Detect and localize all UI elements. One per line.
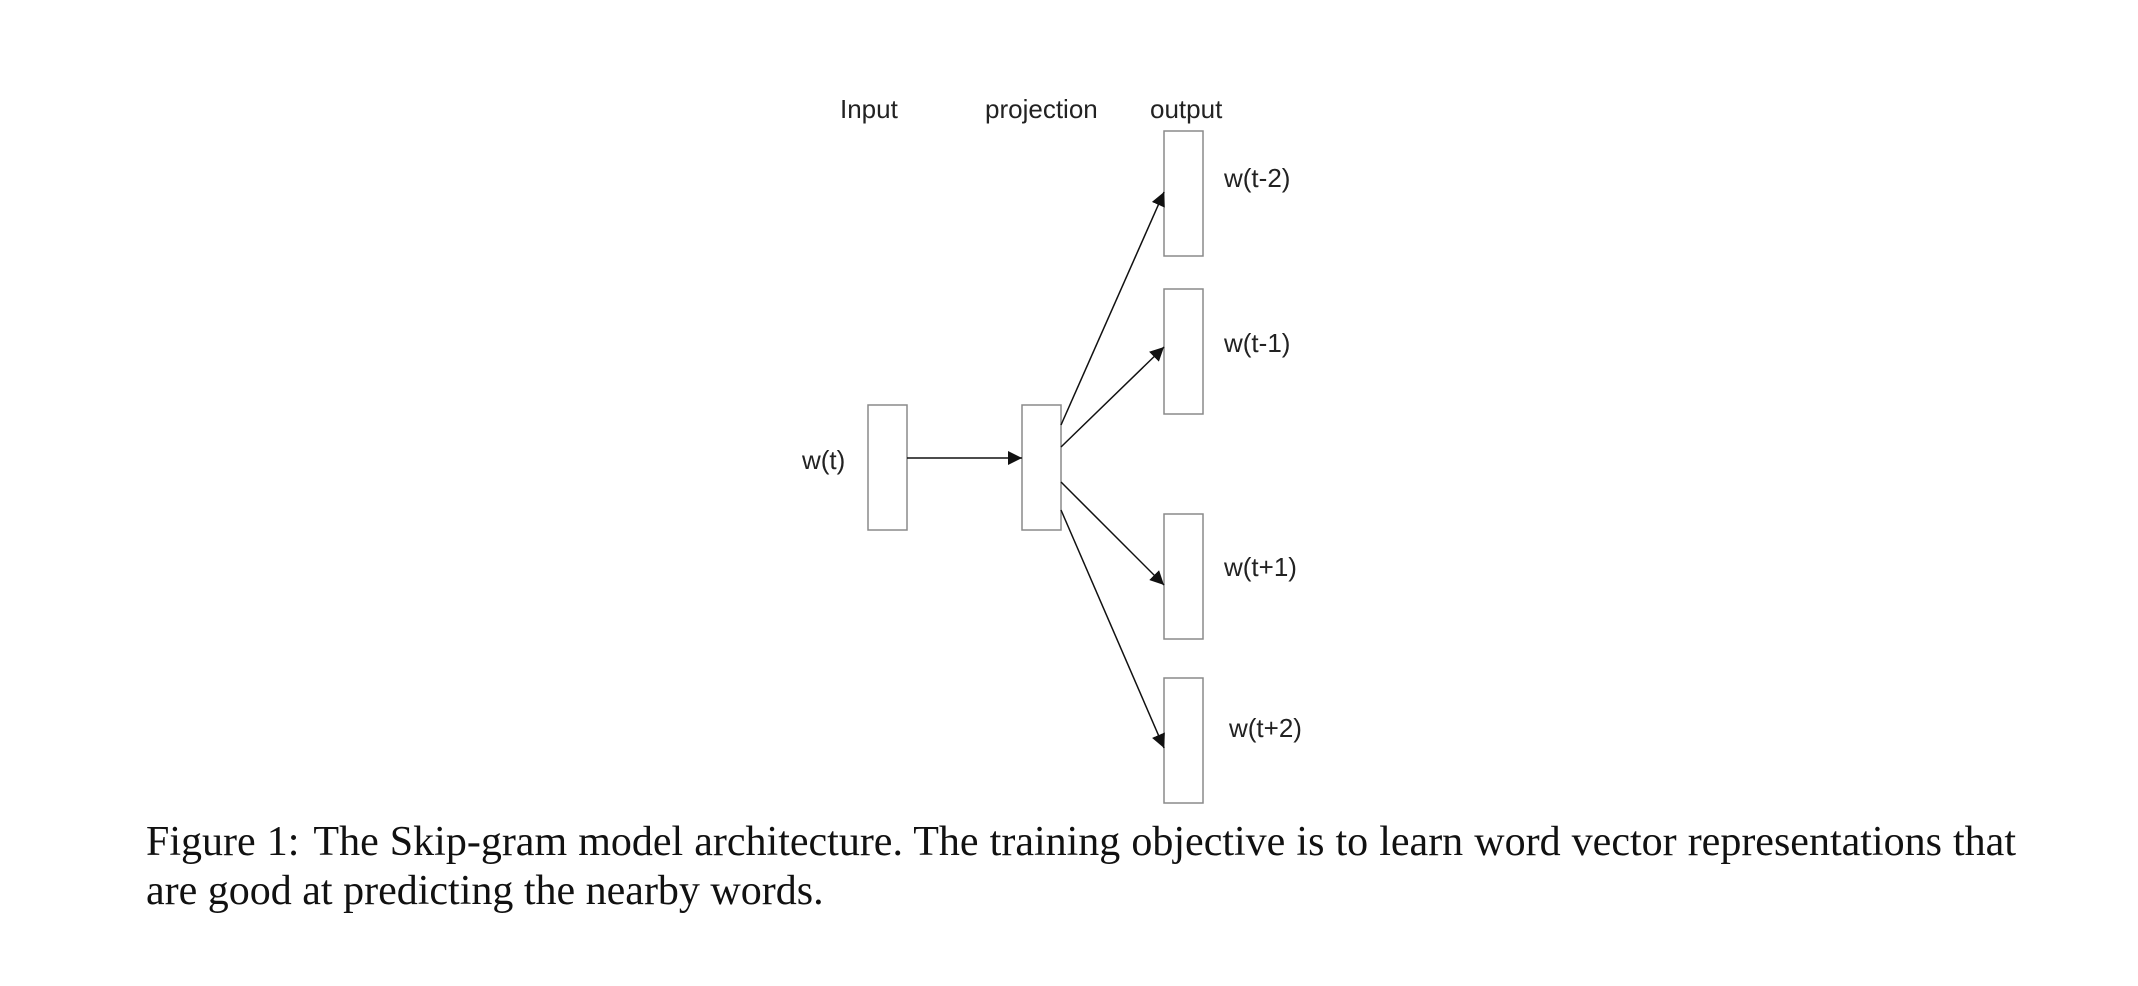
arrow-projection-to-t-minus-2 <box>1060 191 1165 426</box>
output-box-t-minus-2 <box>1163 130 1204 257</box>
output-column-header: output <box>1150 94 1223 124</box>
figure-caption: Figure 1:The Skip-gram model architectur… <box>146 818 2016 916</box>
arrow-projection-to-t-minus-1 <box>1060 346 1165 448</box>
output-label-t-plus-2: w(t+2) <box>1228 713 1302 743</box>
input-layer-box <box>867 404 908 531</box>
output-box-t-minus-1 <box>1163 288 1204 415</box>
output-label-t-plus-1: w(t+1) <box>1223 552 1297 582</box>
projection-column-header: projection <box>985 94 1098 124</box>
output-label-t-minus-2: w(t-2) <box>1223 163 1290 193</box>
arrow-projection-to-t-plus-1 <box>1060 481 1165 586</box>
output-box-t-plus-2 <box>1163 677 1204 804</box>
output-box-t-plus-1 <box>1163 513 1204 640</box>
projection-layer-box <box>1021 404 1062 531</box>
input-node-label: w(t) <box>801 445 845 475</box>
input-column-header: Input <box>840 94 899 124</box>
output-label-t-minus-1: w(t-1) <box>1223 328 1290 358</box>
caption-text: The Skip-gram model architecture. The tr… <box>146 819 2016 914</box>
arrow-projection-to-t-plus-2 <box>1060 509 1165 749</box>
figure-label: Figure 1: <box>146 819 300 865</box>
